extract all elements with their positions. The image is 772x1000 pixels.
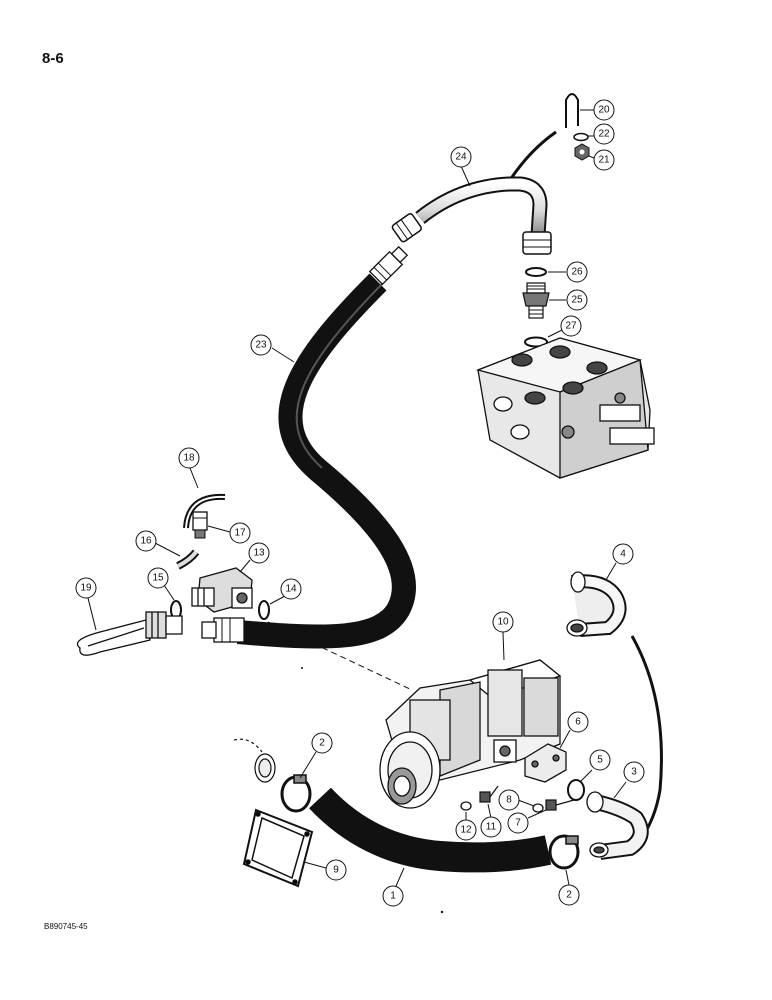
callout-9-label: 9 (333, 865, 339, 876)
callout-23-label: 23 (255, 340, 267, 351)
washer-part-22 (573, 132, 589, 142)
callout-20 (593, 99, 615, 121)
callout-7 (507, 812, 529, 834)
elbow-part-16 (176, 549, 200, 570)
callout-2-lower (558, 884, 580, 906)
callout-25 (566, 289, 588, 311)
callout-11-label: 11 (486, 822, 497, 833)
callout-21 (593, 149, 615, 171)
callout-13-label: 13 (253, 548, 265, 559)
hose-part-23 (236, 273, 416, 649)
callout-3 (623, 761, 645, 783)
callout-2-upper (311, 732, 333, 754)
tank-port-stub (233, 738, 276, 783)
steel-tube-part-24 (391, 176, 552, 255)
hose-end-fitting-lower (201, 617, 245, 643)
figure-id: B890745-45 (44, 922, 88, 931)
callout-2-upper-label: 2 (319, 738, 325, 749)
callouts: 20 22 21 24 26 25 27 (75, 99, 645, 907)
callout-15-label: 15 (152, 573, 164, 584)
callout-4 (612, 543, 634, 565)
o-ring-part-5 (567, 779, 585, 801)
tee-fitting-part-13 (191, 567, 253, 613)
callout-7-label: 7 (515, 818, 521, 829)
u-bolt-to-tube-line (508, 130, 557, 181)
gasket-part-9 (242, 808, 314, 888)
callout-21-label: 21 (598, 155, 610, 166)
hose-clamp-part-2-right (548, 834, 580, 870)
cap-part-19 (76, 611, 183, 656)
control-valve-body (475, 337, 655, 479)
callout-14 (280, 578, 302, 600)
tube-elbow-part-3 (586, 791, 649, 860)
callout-27 (560, 315, 582, 337)
flange-part-6 (524, 743, 567, 783)
callout-22-label: 22 (598, 129, 610, 140)
callout-16-label: 16 (140, 536, 152, 547)
washer-part-12 (460, 801, 472, 811)
elbow-to-tube-line (630, 635, 663, 841)
print-speck (301, 667, 303, 669)
washer-part-8 (532, 803, 544, 813)
callout-26-label: 26 (571, 267, 583, 278)
callout-13 (248, 542, 270, 564)
callout-8-label: 8 (506, 795, 512, 806)
callout-5-label: 5 (597, 755, 603, 766)
nut-part-21 (574, 143, 590, 161)
callout-10 (492, 611, 514, 633)
tube-elbow-part-4 (566, 571, 627, 637)
hose-end-fitting-upper (368, 245, 409, 286)
print-speck (440, 910, 444, 914)
u-bolt-part-20 (565, 93, 579, 128)
callout-24-label: 24 (455, 152, 467, 163)
callout-17-label: 17 (234, 528, 246, 539)
callout-12-label: 12 (460, 825, 472, 836)
callout-23 (250, 334, 272, 356)
callout-5 (589, 749, 611, 771)
callout-12 (455, 819, 477, 841)
callout-25-label: 25 (571, 295, 583, 306)
callout-9 (325, 859, 347, 881)
callout-1-label: 1 (390, 891, 396, 902)
callout-11 (480, 816, 502, 838)
bolt-part-11 (479, 785, 499, 803)
suction-hose-part-1 (309, 787, 552, 873)
hose-clamp-part-2-left (280, 774, 312, 813)
callout-24 (450, 146, 472, 168)
callout-4-label: 4 (620, 549, 626, 560)
o-ring-part-26 (525, 267, 547, 277)
fitting-part-17 (192, 511, 208, 539)
alignment-dashed-line (267, 621, 413, 691)
o-ring-part-27 (524, 336, 548, 348)
callout-19 (75, 577, 97, 599)
callout-19-label: 19 (80, 583, 92, 594)
callout-6 (567, 711, 589, 733)
callout-6-label: 6 (575, 717, 581, 728)
adapter-fitting-part-25 (522, 282, 550, 319)
o-ring-part-14 (258, 600, 270, 620)
callout-10-label: 10 (497, 617, 509, 628)
page-number: 8-6 (42, 50, 64, 67)
bolt-part-7 (545, 799, 575, 811)
callout-15 (147, 567, 169, 589)
callout-26 (566, 261, 588, 283)
callout-8 (498, 789, 520, 811)
callout-16 (135, 530, 157, 552)
callout-20-label: 20 (598, 105, 610, 116)
callout-18 (178, 447, 200, 469)
callout-1 (382, 885, 404, 907)
callout-18-label: 18 (183, 453, 195, 464)
callout-17 (229, 522, 251, 544)
gear-pump-part-10 (379, 659, 562, 809)
callout-3-label: 3 (631, 767, 637, 778)
callout-2-lower-label: 2 (566, 890, 572, 901)
callout-22 (593, 123, 615, 145)
callout-14-label: 14 (285, 584, 297, 595)
callout-27-label: 27 (565, 321, 577, 332)
